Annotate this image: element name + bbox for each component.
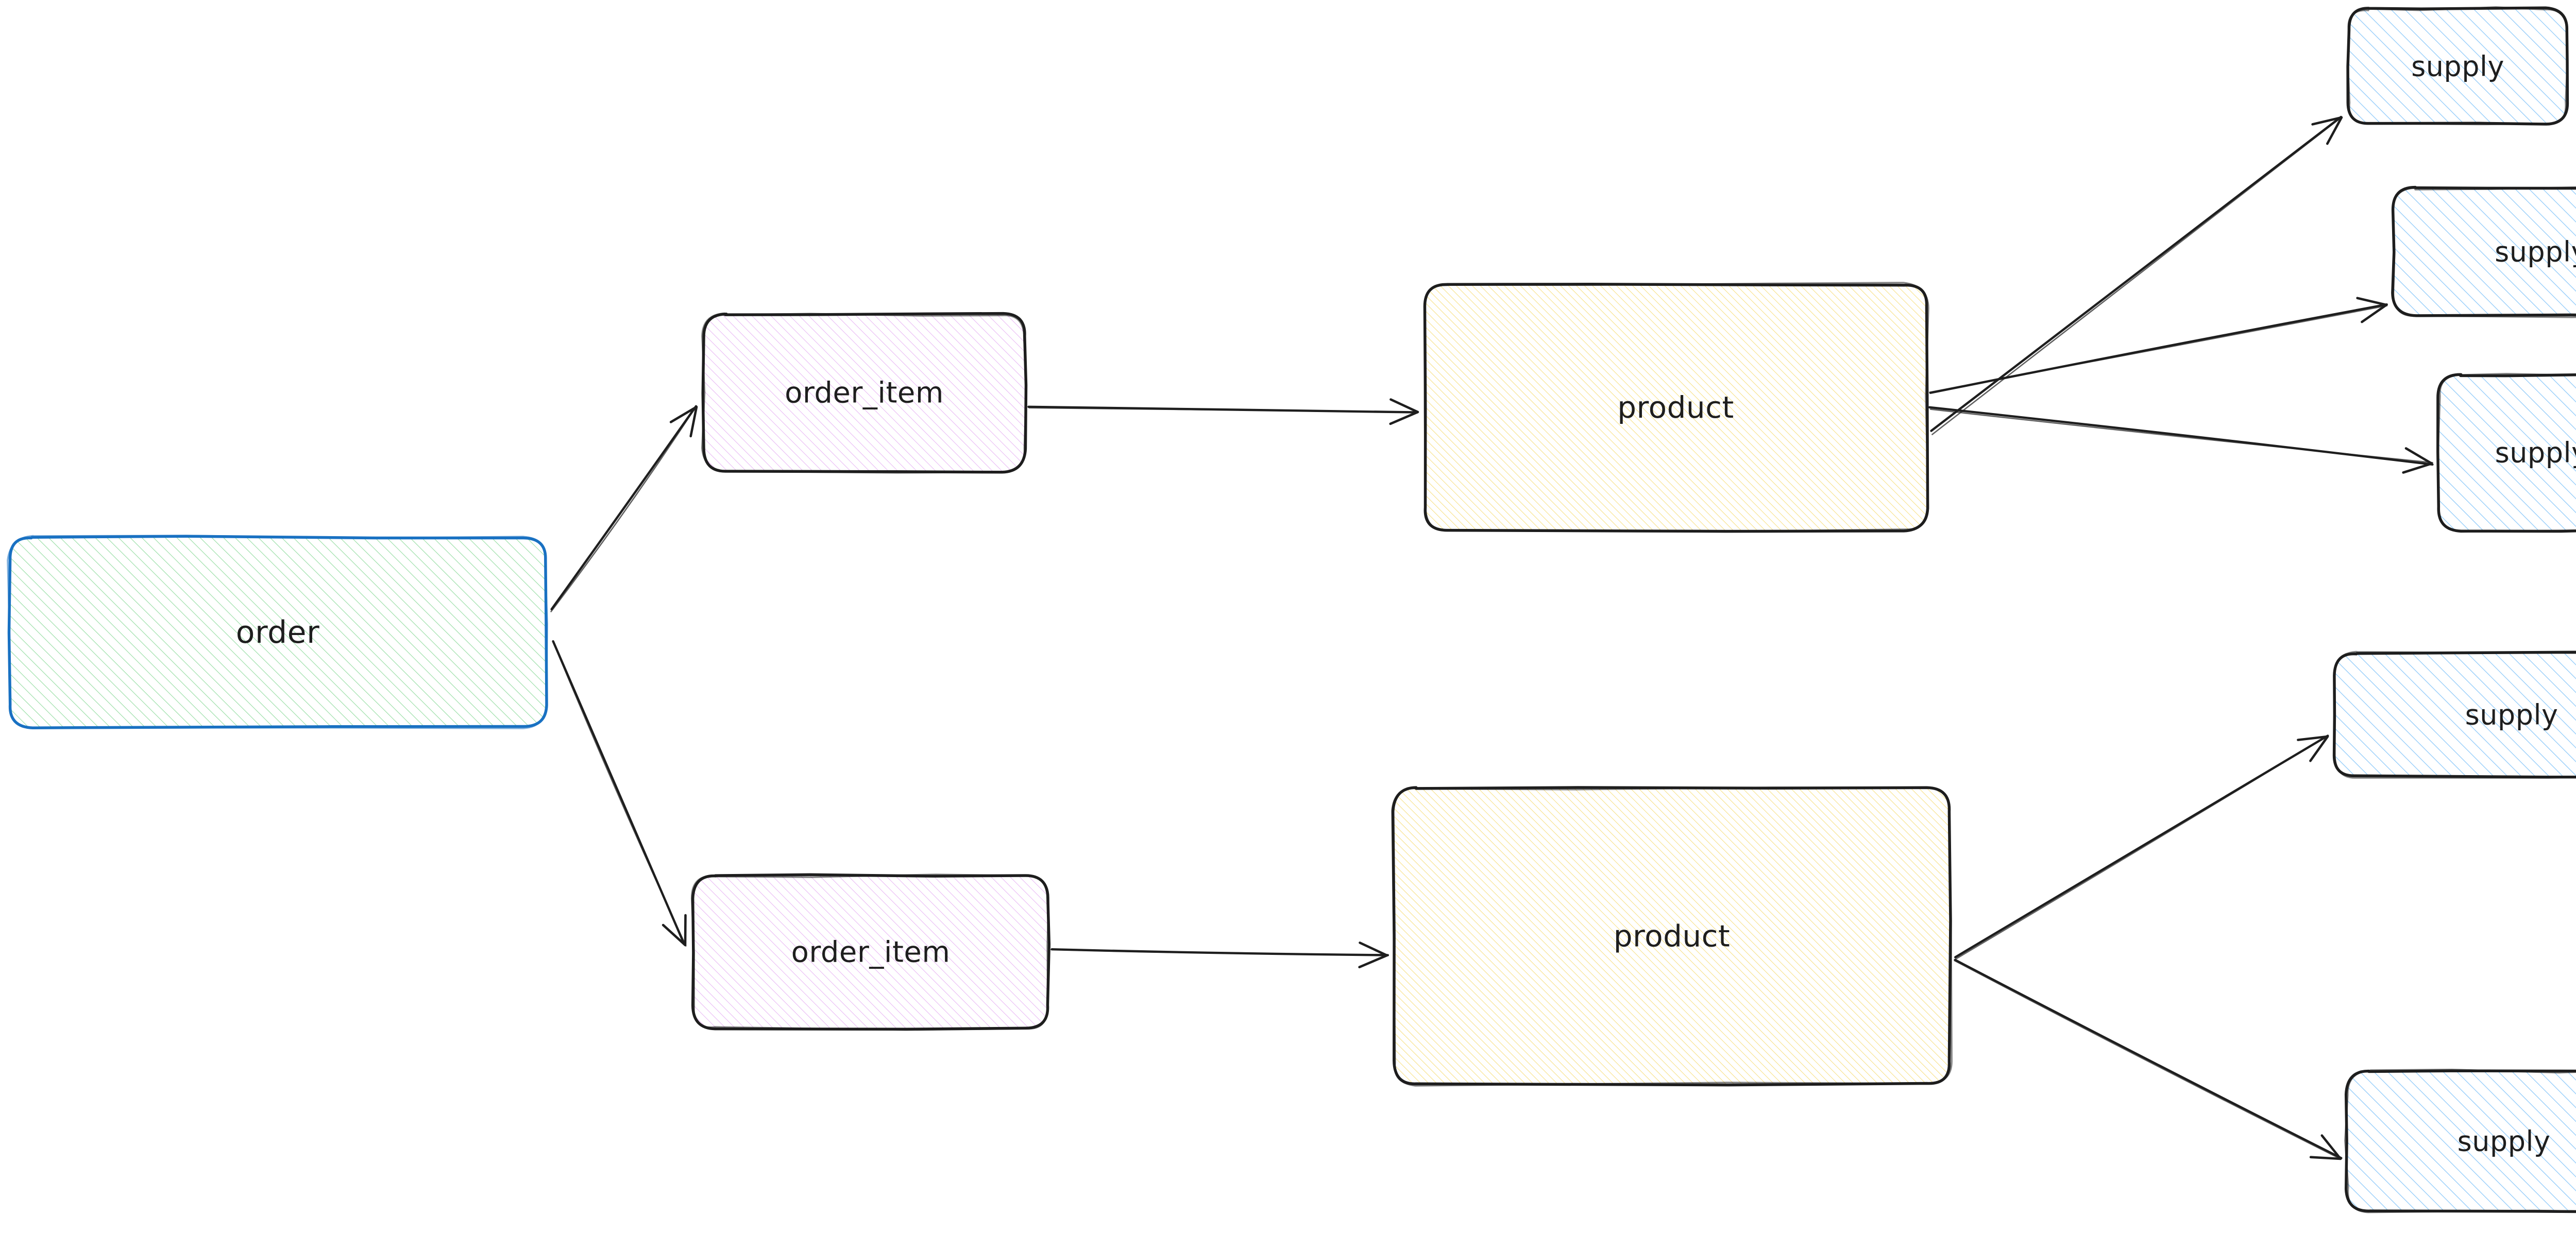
supply-node[interactable]: supply: [2332, 650, 2576, 779]
arrowhead-icon: [669, 405, 698, 438]
edge-arrow[interactable]: [1929, 297, 2388, 394]
edge-line: [1928, 406, 2434, 466]
supply-node-fill: [2392, 187, 2576, 316]
product-node-fill: [1423, 284, 1928, 531]
supply-node-label: supply: [2495, 437, 2576, 469]
supply-node-label: supply: [2458, 1125, 2551, 1158]
edge-line: [1954, 960, 2341, 1160]
arrowhead-icon: [1358, 941, 1388, 968]
order-node-outline: [7, 535, 548, 729]
edge-arrow[interactable]: [1930, 115, 2343, 435]
edge-line: [550, 405, 698, 611]
supply-node[interactable]: supply: [2436, 373, 2576, 533]
order-item-node-outline: [690, 874, 1049, 1031]
supply-node-outline: [2344, 1069, 2576, 1213]
product-node[interactable]: product: [1391, 786, 1953, 1087]
supply-node[interactable]: supply: [2346, 6, 2569, 126]
order-item-node[interactable]: order_item: [701, 312, 1028, 474]
order-item-node-fill: [703, 313, 1026, 472]
product-node[interactable]: product: [1423, 282, 1929, 533]
edge-arrow[interactable]: [1027, 398, 1419, 425]
edge-arrow[interactable]: [1954, 734, 2329, 961]
edge-line: [1929, 408, 2433, 464]
supply-node-fill: [2333, 653, 2576, 777]
arrowhead-icon: [2309, 1134, 2342, 1160]
edge-arrow[interactable]: [1050, 941, 1389, 968]
supply-node-fill: [2438, 374, 2576, 532]
edge-line: [550, 406, 697, 612]
arrowhead-icon: [2311, 116, 2343, 145]
supply-node[interactable]: supply: [2391, 185, 2576, 318]
supply-node-fill: [2347, 8, 2568, 125]
edge-line: [1954, 735, 2328, 961]
supply-node-outline: [2347, 6, 2569, 126]
edge-arrow[interactable]: [1928, 406, 2434, 474]
arrowhead-icon: [2297, 735, 2329, 762]
supply-node-fill: [2346, 1071, 2576, 1212]
supply-node-outline: [2333, 650, 2576, 779]
supply-node-outline: [2392, 186, 2576, 318]
edge-arrow[interactable]: [1954, 958, 2343, 1160]
order-node[interactable]: order: [7, 535, 548, 729]
nodes-layer: orderorder_itemorder_itemproductproducts…: [7, 6, 2576, 1213]
arrowhead-icon: [1389, 398, 1419, 425]
supply-node-outline: [2344, 1069, 2576, 1213]
supply-node-label: supply: [2411, 50, 2504, 83]
arrowhead-icon: [2402, 447, 2433, 474]
edge-arrow[interactable]: [550, 405, 698, 612]
arrowhead-icon: [2356, 297, 2388, 323]
edge-line: [553, 642, 687, 947]
order-item-node-label: order_item: [785, 376, 944, 410]
supply-node[interactable]: supply: [2344, 1069, 2576, 1213]
order-item-node[interactable]: order_item: [690, 873, 1051, 1031]
order-node-label: order: [236, 614, 320, 650]
order-item-node-label: order_item: [791, 936, 951, 969]
edge-line: [1050, 949, 1387, 955]
product-node-fill: [1393, 787, 1951, 1085]
edge-arrow[interactable]: [552, 640, 687, 947]
edge-line: [1931, 117, 2342, 435]
edge-line: [1930, 115, 2343, 432]
order-item-node-fill: [692, 875, 1049, 1029]
order-item-node-outline: [701, 312, 1027, 474]
product-node-outline: [1423, 282, 1929, 533]
supply-node-outline: [2437, 373, 2576, 533]
order-node-fill: [9, 536, 547, 728]
edges-layer: [550, 115, 2434, 1160]
supply-node-label: supply: [2495, 236, 2576, 268]
arrowhead-icon: [662, 914, 687, 947]
product-node-label: product: [1614, 919, 1731, 954]
edge-line: [1028, 407, 1418, 413]
product-node-outline: [1391, 786, 1953, 1087]
product-node-label: product: [1617, 390, 1734, 425]
edge-line: [1929, 305, 2388, 393]
edge-line: [1954, 958, 2343, 1159]
supply-node-label: supply: [2465, 699, 2558, 731]
